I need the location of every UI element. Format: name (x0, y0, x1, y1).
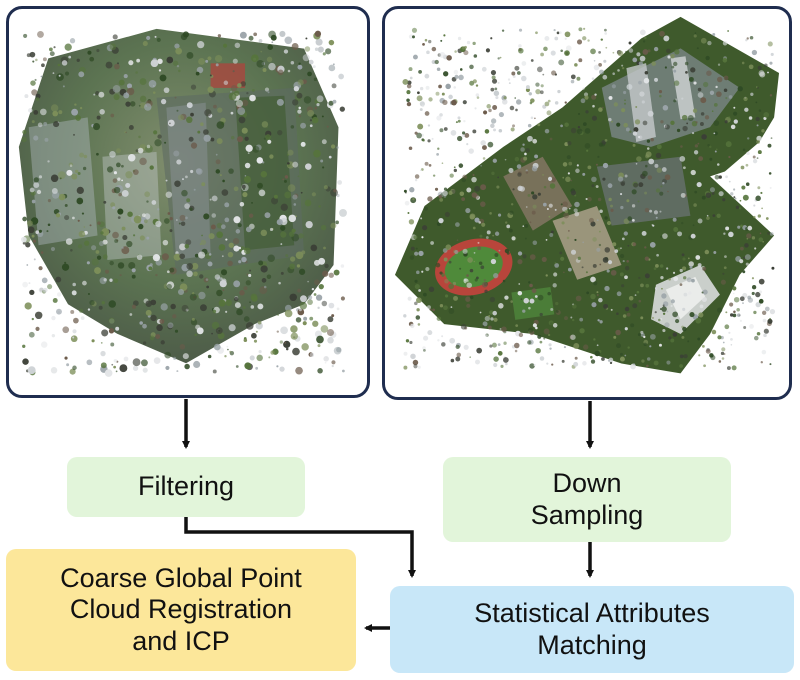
filtering-label: Filtering (137, 471, 235, 502)
matching-label-line-1: Statistical Attributes (474, 598, 710, 629)
registration-label-line-3: and ICP (132, 625, 230, 656)
down-sampling-label-line-2: Sampling (530, 499, 644, 530)
raw-point-cloud-panel (6, 6, 370, 398)
filtering-step: Filtering (67, 457, 305, 517)
dense-point-cloud-panel (382, 6, 792, 400)
down-sampling-label-line-1: Down (552, 468, 622, 499)
statistical-attributes-matching-step: Statistical Attributes Matching (390, 586, 794, 673)
registration-label-line-2: Cloud Registration (69, 594, 293, 625)
matching-label-line-2: Matching (537, 629, 647, 660)
dense-point-cloud-image (394, 16, 780, 374)
down-sampling-step: Down Sampling (443, 457, 731, 542)
registration-label-line-1: Coarse Global Point (60, 563, 302, 594)
coarse-registration-step: Coarse Global Point Cloud Registration a… (6, 549, 356, 671)
raw-point-cloud-image (18, 28, 347, 377)
